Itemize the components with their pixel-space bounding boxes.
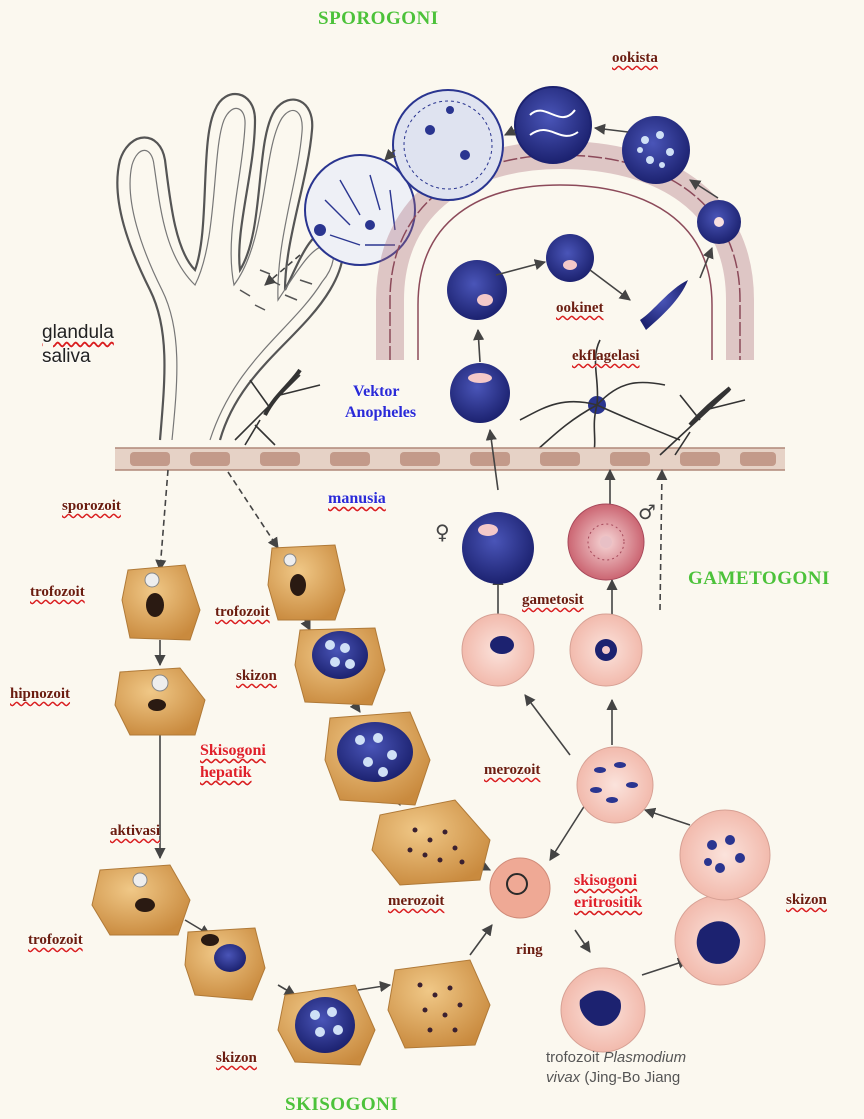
- gametocytes: [462, 504, 644, 584]
- male-symbol: ♂: [638, 500, 656, 524]
- label-glandula: glandula: [42, 322, 114, 344]
- label-skisogoni-hepatik-2: hepatik: [200, 764, 252, 782]
- label-skizon-1: skizon: [236, 668, 277, 685]
- label-merozoit-2: merozoit: [388, 893, 444, 910]
- skisogoni-title: SKISOGONI: [285, 1094, 398, 1116]
- label-hipnozoit: hipnozoit: [10, 686, 70, 703]
- label-skizon-2: skizon: [786, 892, 827, 909]
- mosquito-gametes: [450, 363, 510, 423]
- credit-word-trofozoit: trofozoit: [546, 1049, 599, 1066]
- label-ekflagelasi: ekflagelasi: [572, 348, 640, 365]
- label-trofozoit-1: trofozoit: [30, 584, 85, 601]
- label-ookista: ookista: [612, 50, 658, 67]
- mosquito-right: [660, 388, 745, 455]
- credit-genus: Plasmodium: [604, 1049, 687, 1066]
- label-trofozoit-3: trofozoit: [28, 932, 83, 949]
- credit-line-1: trofozoit Plasmodium: [546, 1048, 686, 1067]
- credit-author: (Jing-Bo Jiang: [584, 1069, 680, 1086]
- mosquito-left: [235, 370, 320, 445]
- female-symbol: ♀: [435, 520, 450, 544]
- label-skisogoni-eritrositik-2: eritrositik: [574, 894, 642, 912]
- label-trofozoit-2: trofozoit: [215, 604, 270, 621]
- liver-cells: [92, 545, 490, 1065]
- label-skisogoni-eritrositik-1: skisogoni: [574, 872, 637, 890]
- skin-band: [115, 448, 785, 470]
- label-ring: ring: [516, 942, 543, 959]
- label-vektor: Vektor: [353, 383, 400, 401]
- label-merozoit-1: merozoit: [484, 762, 540, 779]
- label-manusia: manusia: [328, 490, 386, 508]
- label-skisogoni-hepatik-1: Skisogoni: [200, 742, 266, 760]
- label-ookinet: ookinet: [556, 300, 604, 317]
- blood-cells: [462, 614, 770, 1052]
- label-skizon-3: skizon: [216, 1050, 257, 1067]
- credit-line-2: vivax (Jing-Bo Jiang: [546, 1068, 680, 1087]
- credit-species: vivax: [546, 1069, 580, 1086]
- gametogoni-title: GAMETOGONI: [688, 568, 830, 590]
- label-anopheles: Anopheles: [345, 404, 416, 422]
- label-sporozoit: sporozoit: [62, 498, 121, 515]
- sporogoni-title: SPOROGONI: [318, 8, 439, 30]
- label-aktivasi: aktivasi: [110, 823, 160, 840]
- label-saliva: saliva: [42, 346, 91, 368]
- label-gametosit: gametosit: [522, 592, 584, 609]
